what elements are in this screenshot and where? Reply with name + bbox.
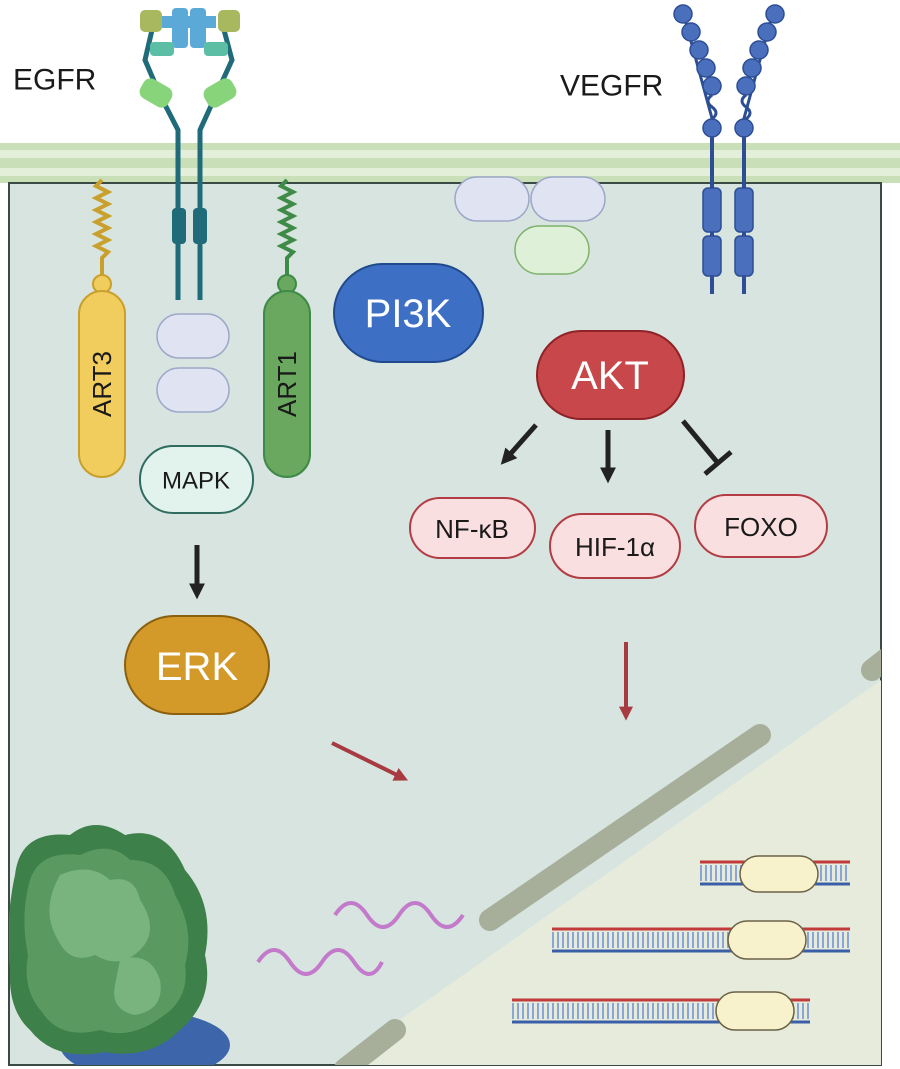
dna-icon [512, 991, 810, 1031]
nfkb-label: NF-κB [435, 514, 509, 544]
art1-protein [263, 178, 311, 478]
erk-label: ERK [156, 645, 239, 689]
arrow-akt-to-nfkb [500, 423, 538, 465]
nuclear-envelope-pore [479, 724, 771, 931]
nucleus [334, 648, 881, 1065]
membrane-complex [530, 176, 606, 222]
adapter-protein [156, 313, 230, 359]
ribosome-icon [9, 825, 230, 1065]
dna-icon [552, 920, 850, 960]
hif1a-label: HIF-1α [575, 532, 655, 562]
mrna-icon [256, 948, 384, 976]
foxo-label: FOXO [724, 512, 798, 542]
egfr-receptor-icon [139, 8, 240, 300]
mapk-node [139, 445, 254, 514]
akt-node [536, 330, 685, 420]
art3-label: ART3 [87, 351, 117, 417]
adapter-protein [156, 367, 230, 413]
nfkb-node [409, 497, 536, 559]
mrna-icon [333, 901, 465, 929]
membrane-complex [454, 176, 530, 222]
arrow-to-nucleus [331, 741, 409, 781]
art1-label: ART1 [272, 351, 302, 417]
cell-membrane [0, 143, 900, 183]
mapk-label: MAPK [162, 468, 230, 495]
dna-icon [700, 855, 850, 893]
erk-node [124, 615, 270, 715]
membrane-complex [514, 225, 590, 275]
pi3k-label: PI3K [365, 292, 452, 336]
pi3k-node [333, 263, 484, 363]
vegfr-receptor-icon [673, 4, 785, 294]
hif1a-node [549, 513, 681, 579]
foxo-node [694, 494, 828, 558]
egfr-label: EGFR [13, 64, 96, 97]
art3-protein [78, 178, 126, 478]
inhibition-akt-to-foxo [681, 419, 733, 476]
vegfr-label: VEGFR [560, 70, 663, 103]
akt-label: AKT [571, 354, 649, 398]
